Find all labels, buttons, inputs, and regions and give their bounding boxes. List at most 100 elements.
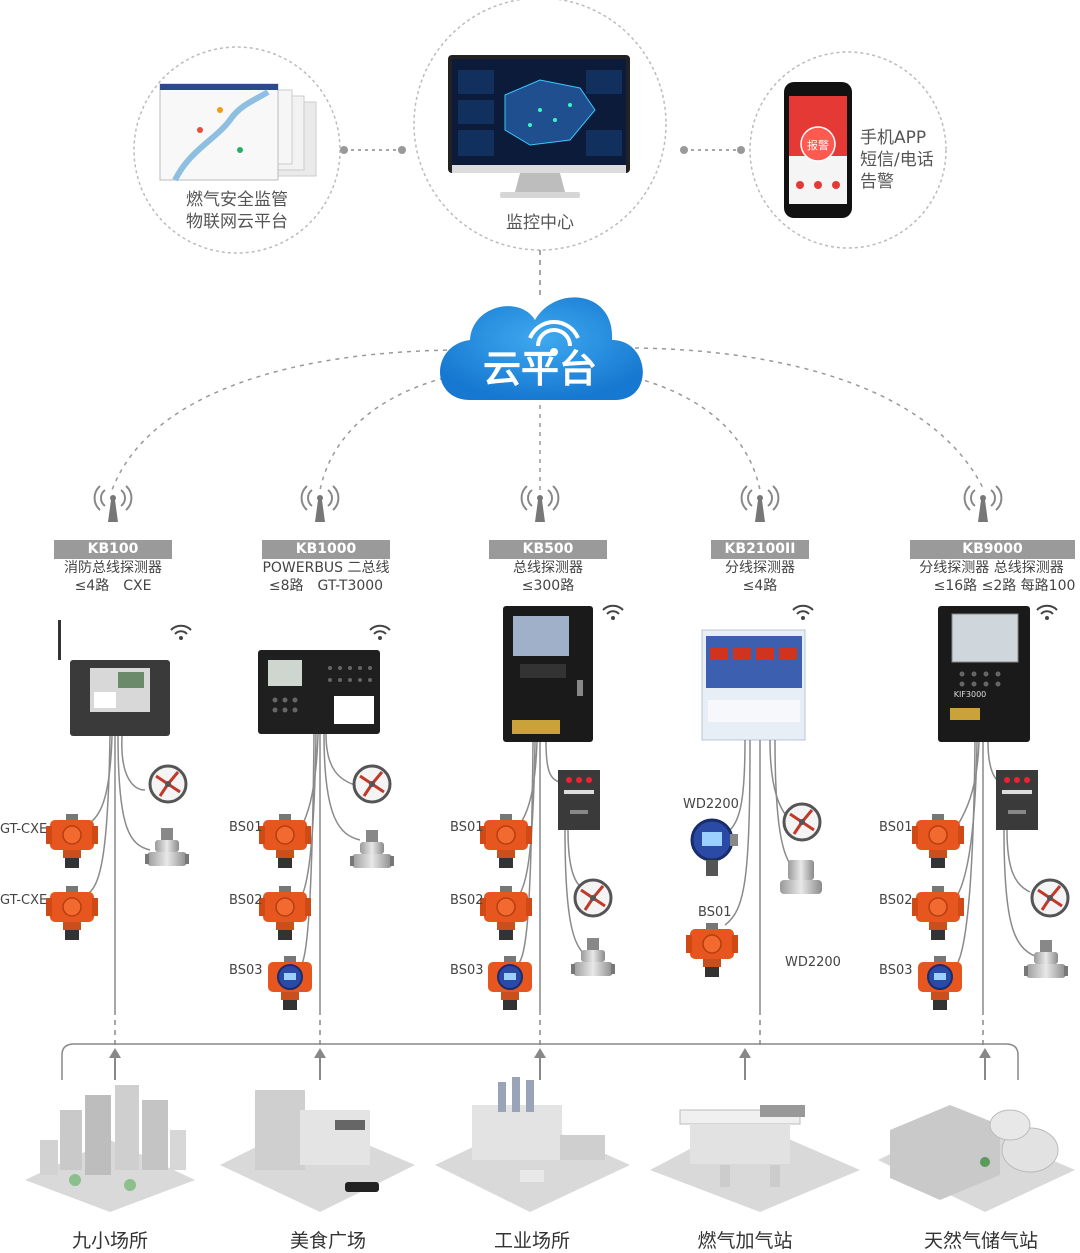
exhaust-fan bbox=[148, 764, 188, 804]
scene-label: 天然气储气站 bbox=[923, 1230, 1038, 1252]
exhaust-fan bbox=[782, 802, 822, 842]
device-label: BS03 bbox=[229, 963, 263, 978]
gas-detector bbox=[45, 885, 99, 941]
device-label: BS01 bbox=[450, 820, 484, 835]
solenoid-valve bbox=[145, 828, 189, 866]
wd2200-valve bbox=[780, 860, 822, 894]
link-dot bbox=[340, 146, 348, 154]
panel-kb100 bbox=[58, 620, 170, 736]
gas-detector bbox=[911, 813, 965, 869]
gas-detector bbox=[45, 813, 99, 869]
gas-detector-display bbox=[487, 955, 533, 1011]
panel-kb500 bbox=[503, 606, 593, 742]
cloud-platform: 云平台 bbox=[440, 297, 643, 400]
wd2200-detector bbox=[690, 818, 738, 876]
gas-detector bbox=[479, 885, 533, 941]
up-arrow-icon bbox=[738, 1047, 752, 1081]
device-label: WD2200 bbox=[683, 797, 739, 812]
controller-label-kb100: KB100 消防总线探测器 ≤4路 CXE bbox=[23, 538, 203, 595]
controller-spec: ≤8路 GT-T3000 bbox=[268, 578, 384, 594]
controller-label-kb9000: KB9000 分线探测器 总线探测器 ≤16路 ≤2路 每路100 bbox=[905, 538, 1080, 595]
wires-kb100 bbox=[83, 735, 151, 1010]
device-label: BS01 bbox=[229, 820, 263, 835]
controller-name: KB1000 bbox=[261, 540, 391, 559]
controller-spec: ≤4路 CXE bbox=[74, 578, 152, 594]
link-dot bbox=[680, 146, 688, 154]
monitor-caption: 监控中心 bbox=[470, 212, 610, 234]
solenoid-valve bbox=[350, 830, 394, 868]
controller-spec: 总线探测器 bbox=[513, 560, 583, 576]
controller-spec: 分线探测器 bbox=[725, 560, 795, 576]
scene-small-venues bbox=[25, 1085, 195, 1212]
scene-bracket bbox=[61, 1043, 1019, 1080]
gas-detector-display bbox=[267, 955, 313, 1011]
antenna-icon bbox=[300, 485, 340, 523]
controller-spec: 分线探测器 总线探测器 bbox=[919, 560, 1064, 576]
up-arrow-icon bbox=[533, 1047, 547, 1081]
controller-label-kb500: KB500 总线探测器 ≤300路 bbox=[458, 538, 638, 595]
controller-spec: ≤300路 bbox=[521, 578, 575, 594]
monitor bbox=[448, 55, 630, 198]
controller-name: KB9000 bbox=[910, 540, 1075, 559]
wifi-icon bbox=[602, 604, 624, 621]
gas-detector bbox=[911, 885, 965, 941]
controller-label-kb1000: KB1000 POWERBUS 二总线 ≤8路 GT-T3000 bbox=[236, 538, 416, 595]
fan-control-box bbox=[558, 770, 600, 830]
scene-gas-storage bbox=[878, 1105, 1075, 1212]
device-label: WD2200 bbox=[785, 955, 841, 970]
scene-label: 燃气加气站 bbox=[697, 1230, 793, 1252]
device-label: BS03 bbox=[450, 963, 484, 978]
device-label: GT-CXE bbox=[0, 822, 48, 837]
device-label: GT-CXE bbox=[0, 893, 48, 908]
controller-label-kb2100: KB2100II 分线探测器 ≤4路 bbox=[670, 538, 850, 595]
up-arrow-icon bbox=[313, 1047, 327, 1081]
gas-detector-display bbox=[917, 955, 963, 1011]
platform-caption: 燃气安全监管 物联网云平台 bbox=[167, 189, 307, 233]
controller-name: KB500 bbox=[488, 540, 608, 559]
monitor-caption-text: 监控中心 bbox=[506, 213, 574, 233]
exhaust-fan bbox=[1030, 878, 1070, 918]
platform-caption-line2: 物联网云平台 bbox=[186, 212, 288, 233]
scene-industrial bbox=[435, 1077, 630, 1212]
controller-spec: ≤16路 ≤2路 每路100 bbox=[933, 578, 1076, 594]
gas-detector bbox=[685, 922, 739, 978]
app-caption-line3: 告警 bbox=[860, 172, 894, 193]
solenoid-valve bbox=[1024, 940, 1068, 978]
controller-name: KB2100II bbox=[710, 540, 810, 559]
antenna-icon bbox=[93, 485, 133, 523]
device-label: BS01 bbox=[698, 905, 732, 920]
wifi-icon bbox=[369, 624, 391, 641]
antenna-icon bbox=[963, 485, 1003, 523]
device-label: BS02 bbox=[229, 893, 263, 908]
up-arrow-icon bbox=[108, 1047, 122, 1081]
wireless-arcs bbox=[111, 347, 985, 491]
device-label: BS01 bbox=[879, 820, 913, 835]
app-caption-line1: 手机APP bbox=[860, 128, 927, 148]
cloud-label: 云平台 bbox=[483, 347, 597, 391]
platform-caption-line1: 燃气安全监管 bbox=[186, 190, 288, 210]
phone-alarm-button: 报警 bbox=[807, 138, 829, 152]
controller-spec: 消防总线探测器 bbox=[64, 560, 162, 576]
wifi-icon bbox=[170, 624, 192, 641]
device-label: BS02 bbox=[879, 893, 913, 908]
scene-label: 美食广场 bbox=[289, 1230, 366, 1252]
app-caption: 手机APP 短信/电话 告警 bbox=[860, 127, 934, 193]
panel-kb1000 bbox=[258, 650, 380, 734]
scene-label: 九小场所 bbox=[71, 1230, 148, 1252]
scene-label: 工业场所 bbox=[493, 1230, 570, 1252]
scene-gas-station bbox=[650, 1105, 860, 1212]
gas-detector bbox=[479, 813, 533, 869]
antenna-icon bbox=[740, 485, 780, 523]
gas-detector bbox=[258, 813, 312, 869]
device-label: BS02 bbox=[450, 893, 484, 908]
link-dot bbox=[398, 146, 406, 154]
wifi-icon bbox=[1036, 604, 1058, 621]
platform-screens bbox=[159, 83, 317, 182]
exhaust-fan bbox=[573, 878, 613, 918]
panel-kb2100 bbox=[701, 629, 806, 741]
device-label: BS03 bbox=[879, 963, 913, 978]
controller-spec: POWERBUS 二总线 bbox=[262, 560, 390, 576]
up-arrow-icon bbox=[978, 1047, 992, 1081]
wifi-icon bbox=[792, 604, 814, 621]
